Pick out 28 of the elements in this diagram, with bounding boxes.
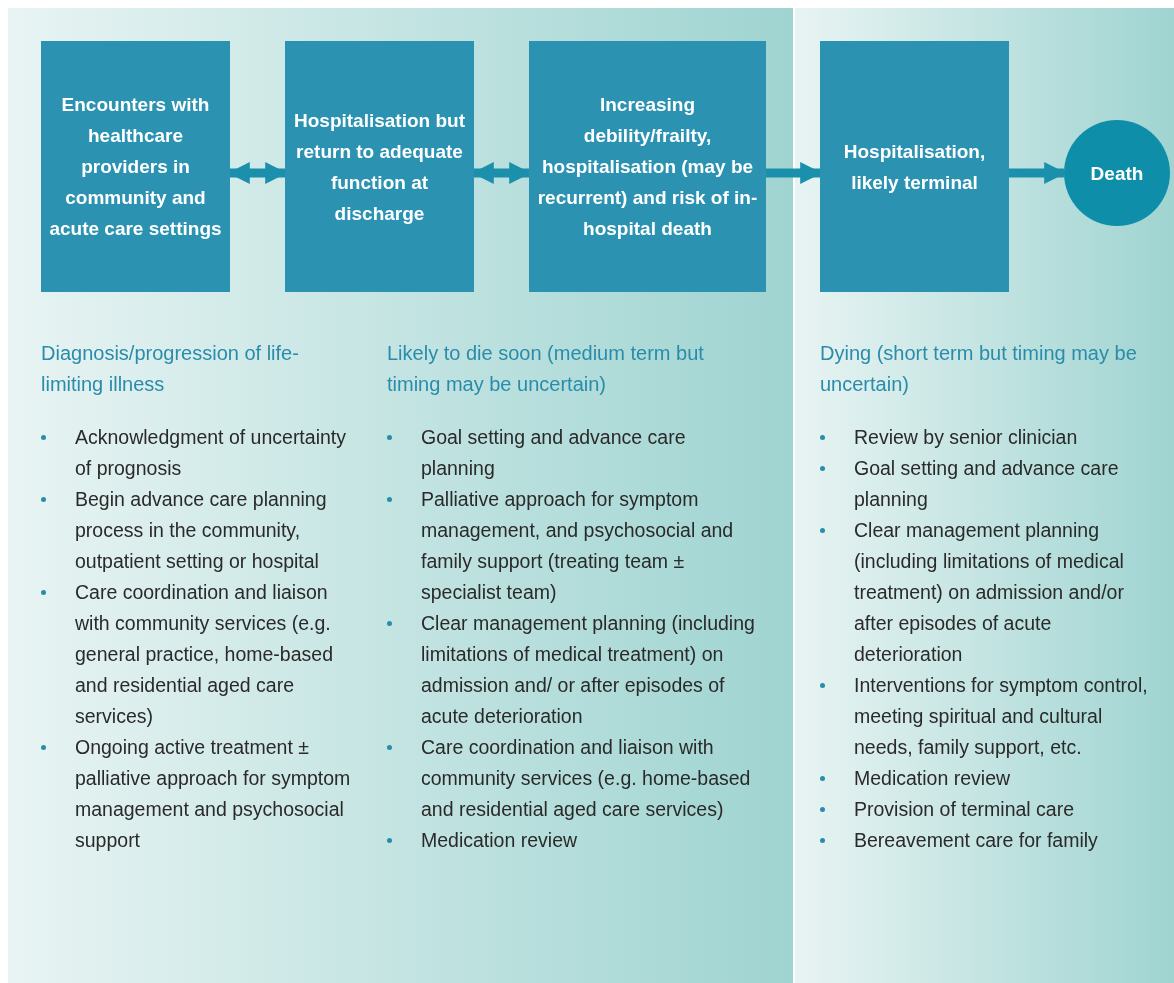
bullet-text: Medication review xyxy=(421,828,579,853)
bullet-text: Begin advance care planning process in the community, outpatient setting or hospital xyxy=(75,487,328,574)
bullet-text: Provision of terminal care xyxy=(854,797,1075,822)
column-heading: Likely to die soon (medium term but timing may be uncertain) xyxy=(387,341,705,397)
bullet-text: Care coordination and liaison with community services (e.g. general practice, home-based and residential aged care services) xyxy=(75,580,334,729)
column-heading: Dying (short term but timing may be uncertain) xyxy=(820,341,1138,397)
stage-label: Hospitalisation but return to adequate function at discharge xyxy=(293,108,466,226)
bullet-text: Ongoing active treatment ± palliative approach for symptom management and psychosocial support xyxy=(75,735,351,853)
bullet-text: Bereavement care for family xyxy=(854,828,1099,853)
stage-box xyxy=(820,41,1009,292)
bullet-text: Goal setting and advance care planning xyxy=(854,456,1120,512)
bullet-text: Clear management planning (including limitations of medical treatment) on admission and/ or after episodes of acute deterioration xyxy=(421,611,756,729)
stage-box xyxy=(41,41,230,292)
bullet-text: Palliative approach for symptom management, and psychosocial and family support (treating team ± specialist team) xyxy=(421,487,735,605)
bullet-text: Review by senior clinician xyxy=(854,425,1079,450)
column-heading: Diagnosis/progression of life-limiting illness xyxy=(41,341,300,397)
bullet-text: Interventions for symptom control, meeting spiritual and cultural needs, family support, etc. xyxy=(854,673,1149,760)
bullet-text: Care coordination and liaison with community services (e.g. home-based and residential aged care services) xyxy=(421,735,752,822)
stage-box xyxy=(529,41,766,292)
bullet-text: Acknowledgment of uncertainty of prognosis xyxy=(75,425,347,481)
stage-box xyxy=(285,41,474,292)
stage-label: Death xyxy=(1089,161,1145,186)
bullet-text: Goal setting and advance care planning xyxy=(421,425,687,481)
stage-label: Increasing debility/frailty, hospitalisation (may be recurrent) and risk of in-hospital death xyxy=(536,93,759,241)
bullet-text: Medication review xyxy=(854,766,1012,791)
stage-label: Encounters with healthcare providers in community and acute care settings xyxy=(48,93,223,241)
stage-label: Hospitalisation, likely terminal xyxy=(842,139,987,195)
bullet-text: Clear management planning (including limitations of medical treatment) on admission and/or after episodes of acute deterioration xyxy=(854,518,1125,667)
